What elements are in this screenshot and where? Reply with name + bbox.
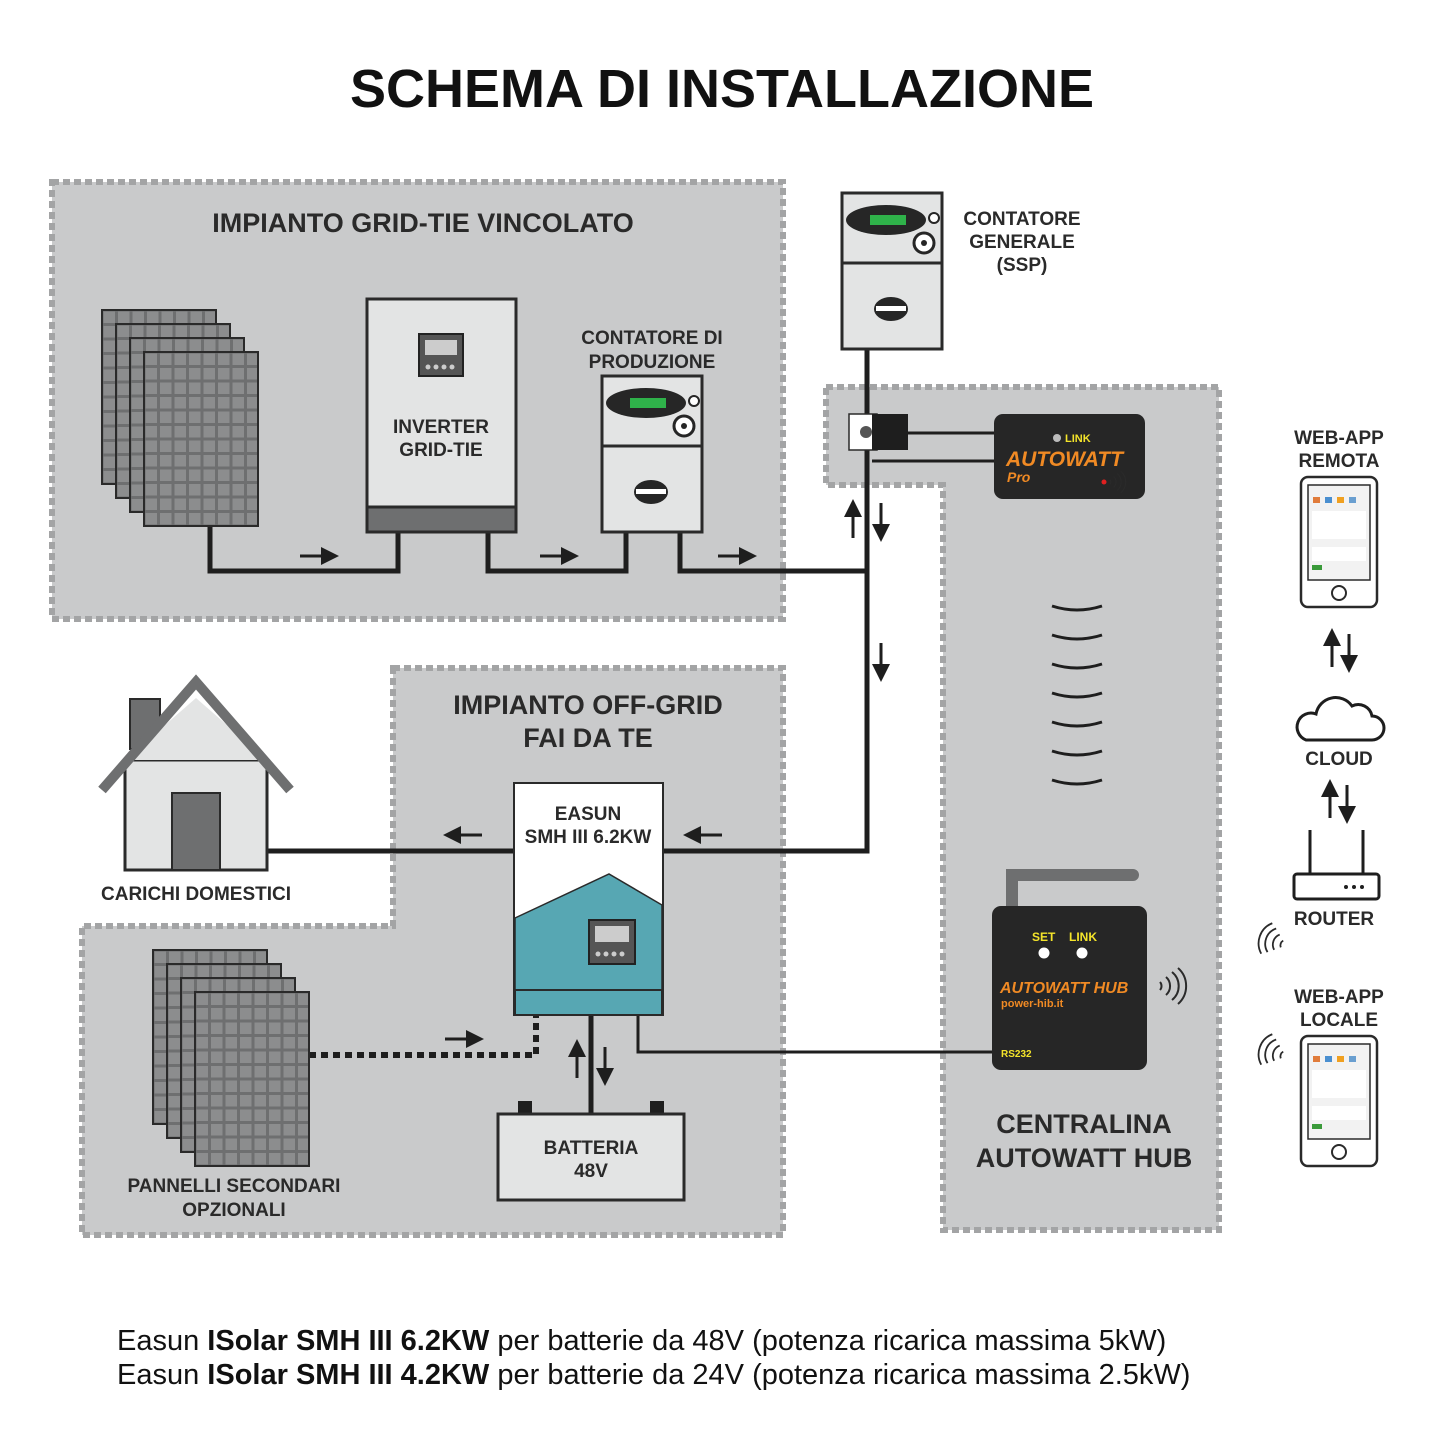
easun-inverter bbox=[513, 782, 664, 1016]
webapp-local-phone-icon bbox=[1299, 1034, 1379, 1168]
secondary-panels-label-2: OPZIONALI bbox=[182, 1200, 285, 1221]
hub-link-label: LINK bbox=[1069, 930, 1097, 944]
webapp-remote-label-2: REMOTA bbox=[1299, 451, 1380, 472]
off-grid-zone-subtitle: FAI DA TE bbox=[523, 723, 653, 753]
hub-zone-subtitle: AUTOWATT HUB bbox=[976, 1143, 1192, 1173]
footer-line-2: Easun ISolar SMH III 4.2KW per batterie … bbox=[117, 1359, 1190, 1391]
off-grid-zone-title: IMPIANTO OFF-GRID bbox=[453, 690, 723, 720]
wire-secondary-panels bbox=[309, 1015, 539, 1058]
pro-led-label: LINK bbox=[1065, 433, 1091, 445]
house-icon bbox=[98, 674, 294, 872]
router-wifi-icon bbox=[1253, 919, 1289, 961]
production-meter-label-2: PRODUZIONE bbox=[589, 352, 716, 373]
production-meter-icon bbox=[600, 374, 704, 534]
solar-panels-icon bbox=[101, 309, 259, 527]
house-label: CARICHI DOMESTICI bbox=[101, 884, 291, 905]
battery-icon bbox=[496, 1101, 686, 1202]
main-meter-icon bbox=[840, 191, 944, 351]
webapp-local-label-2: LOCALE bbox=[1300, 1010, 1378, 1031]
hub-brand: AUTOWATT HUB bbox=[999, 980, 1128, 997]
wireless-signal-icon bbox=[1051, 604, 1103, 786]
hub-site: power-hib.it bbox=[1001, 998, 1064, 1010]
router-label: ROUTER bbox=[1294, 909, 1375, 930]
secondary-panels-icon bbox=[152, 949, 310, 1167]
page-title: SCHEMA DI INSTALLAZIONE bbox=[350, 59, 1094, 119]
battery-voltage-label: 48V bbox=[574, 1161, 608, 1182]
wire-meter-grid bbox=[677, 532, 867, 574]
hub-zone-title: CENTRALINA bbox=[996, 1109, 1172, 1139]
autowatt-hub-device: SET LINK AUTOWATT HUB power-hib.it RS232 bbox=[992, 869, 1147, 1070]
easun-label: EASUN bbox=[555, 804, 622, 825]
wire-main-line bbox=[663, 349, 870, 854]
production-meter-label: CONTATORE DI bbox=[581, 328, 722, 349]
hub-set-label: SET bbox=[1032, 930, 1056, 944]
inverter-label-2: GRID-TIE bbox=[399, 440, 482, 461]
secondary-panels-label: PANNELLI SECONDARI bbox=[128, 1176, 341, 1197]
cloud-label: CLOUD bbox=[1305, 749, 1373, 770]
autowatt-pro-device: LINK AUTOWATT Pro bbox=[994, 414, 1145, 499]
cloud-icon bbox=[1295, 696, 1386, 742]
pro-model: Pro bbox=[1007, 469, 1031, 485]
webapp-remote-label: WEB-APP bbox=[1294, 428, 1384, 449]
webapp-remote-phone-icon bbox=[1299, 475, 1379, 609]
hub-zone bbox=[823, 384, 1222, 1233]
main-meter-label: CONTATORE bbox=[963, 209, 1080, 230]
footer-line-1: Easun ISolar SMH III 6.2KW per batterie … bbox=[117, 1325, 1166, 1357]
router-icon bbox=[1292, 830, 1381, 901]
grid-tie-zone-title: IMPIANTO GRID-TIE VINCOLATO bbox=[212, 208, 634, 238]
wire-rs232 bbox=[636, 1015, 992, 1054]
main-meter-label-2: GENERALE bbox=[969, 232, 1075, 253]
flow-arrows bbox=[300, 499, 1358, 1086]
wire-inverter-meter bbox=[485, 532, 629, 574]
wire-clamp-pro bbox=[872, 431, 994, 463]
main-meter-label-3: (SSP) bbox=[997, 255, 1048, 276]
local-wifi-icon bbox=[1253, 1030, 1289, 1072]
grid-tie-inverter bbox=[365, 297, 518, 534]
hub-port-label: RS232 bbox=[1001, 1049, 1032, 1060]
battery-label: BATTERIA bbox=[544, 1138, 639, 1159]
webapp-local-label: WEB-APP bbox=[1294, 987, 1384, 1008]
wire-panels-inverter bbox=[207, 527, 401, 574]
inverter-label: INVERTER bbox=[393, 417, 489, 438]
current-clamp-icon bbox=[848, 413, 908, 451]
easun-model-label: SMH III 6.2KW bbox=[525, 827, 652, 848]
pro-brand: AUTOWATT bbox=[1005, 448, 1125, 471]
